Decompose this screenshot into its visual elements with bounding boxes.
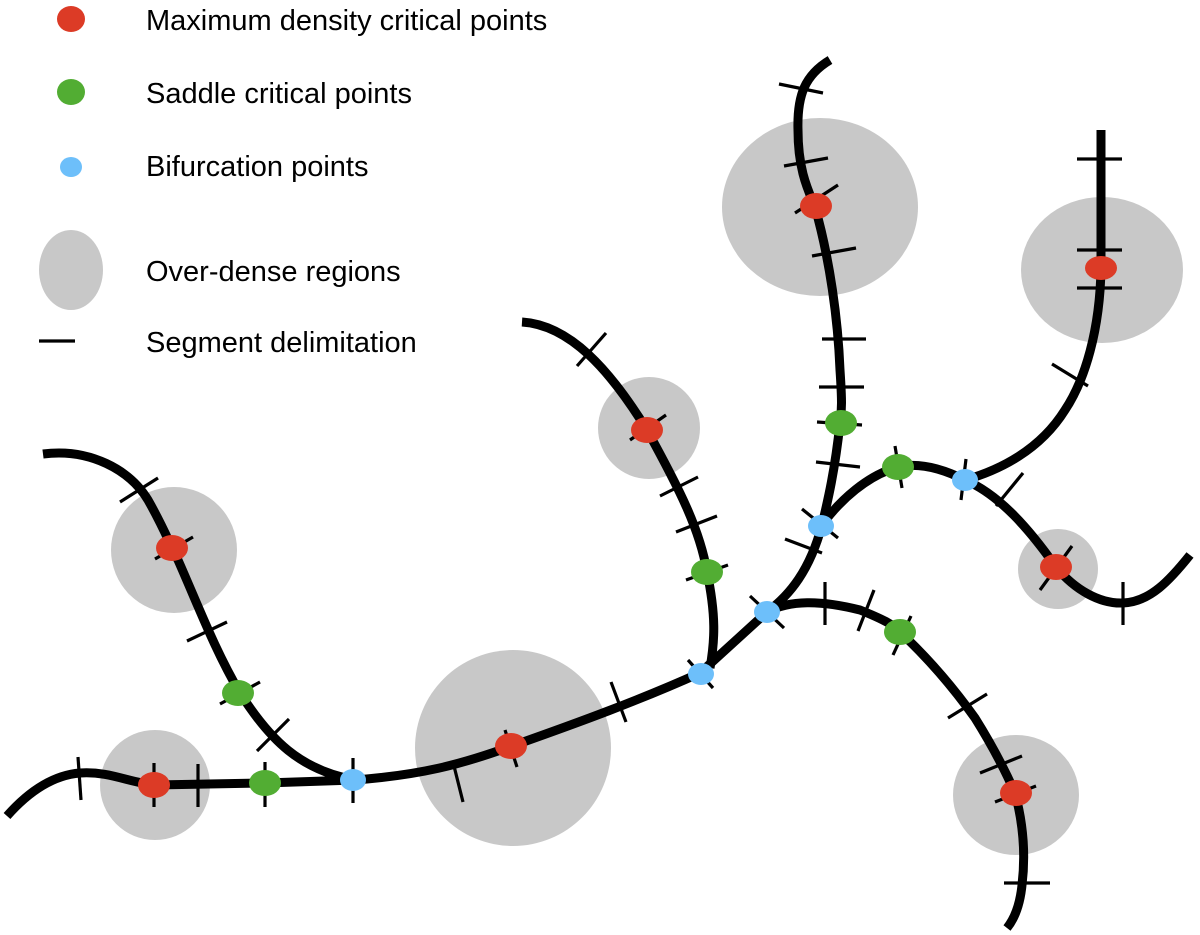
legend-gray-disc-icon (39, 230, 103, 310)
maximum-density-point (1040, 554, 1072, 580)
segment-tick (451, 761, 465, 803)
saddle-point (825, 410, 857, 436)
bifurcation-point (340, 769, 366, 791)
legend-label-bifurcation: Bifurcation points (146, 151, 368, 183)
bifurcation-point (754, 601, 780, 623)
legend-green-dot-icon (57, 79, 85, 105)
saddle-point (222, 680, 254, 706)
filament (42, 448, 356, 785)
legend: Maximum density critical points Saddle c… (39, 5, 547, 359)
legend-label-overdense: Over-dense regions (146, 256, 401, 288)
segment-tick (815, 460, 861, 469)
maximum-density-point (631, 417, 663, 443)
segment-tick (947, 692, 988, 720)
segment-tick (1051, 362, 1089, 388)
saddle-point (691, 559, 723, 585)
filament (963, 475, 1194, 608)
legend-item-segment: Segment delimitation (39, 327, 417, 359)
maximum-density-point (495, 733, 527, 759)
legend-item-overdense: Over-dense regions (39, 230, 401, 310)
legend-red-dot-icon (57, 6, 85, 32)
legend-label-saddle: Saddle critical points (146, 78, 412, 110)
segment-tick (784, 537, 823, 555)
filament (963, 130, 1106, 485)
maximum-density-point (800, 193, 832, 219)
filament (521, 317, 719, 669)
segment-tick (255, 717, 291, 753)
segment-tick (994, 471, 1025, 508)
legend-blue-dot-icon (60, 157, 82, 177)
legend-label-segment: Segment delimitation (146, 327, 417, 359)
maximum-density-point (1000, 780, 1032, 806)
bifurcation-point (688, 663, 714, 685)
bifurcation-points (340, 469, 978, 791)
maximum-density-point (138, 772, 170, 798)
segment-tick (783, 156, 829, 168)
segment-tick (609, 681, 628, 723)
maximum-points (138, 193, 1117, 806)
bifurcation-point (808, 515, 834, 537)
segment-tick (675, 514, 718, 534)
segment-tick (119, 476, 159, 504)
saddle-point (882, 454, 914, 480)
saddle-point (884, 619, 916, 645)
filament (764, 598, 1029, 931)
legend-label-maximum: Maximum density critical points (146, 5, 547, 37)
segment-tick (659, 475, 699, 498)
saddle-points (222, 410, 916, 796)
saddle-point (249, 770, 281, 796)
legend-item-bifurcation: Bifurcation points (60, 151, 368, 183)
segment-tick (979, 754, 1023, 775)
segment-tick (856, 589, 876, 632)
legend-item-saddle: Saddle critical points (57, 78, 412, 110)
maximum-density-point (156, 535, 188, 561)
bifurcation-point (952, 469, 978, 491)
segment-tick (76, 756, 83, 801)
segment-tick (575, 331, 608, 368)
segment-tick (186, 620, 228, 643)
maximum-density-point (1085, 256, 1117, 280)
segment-tick (778, 82, 824, 95)
segment-tick (811, 246, 857, 258)
legend-item-maximum: Maximum density critical points (57, 5, 547, 37)
filament (3, 608, 771, 819)
